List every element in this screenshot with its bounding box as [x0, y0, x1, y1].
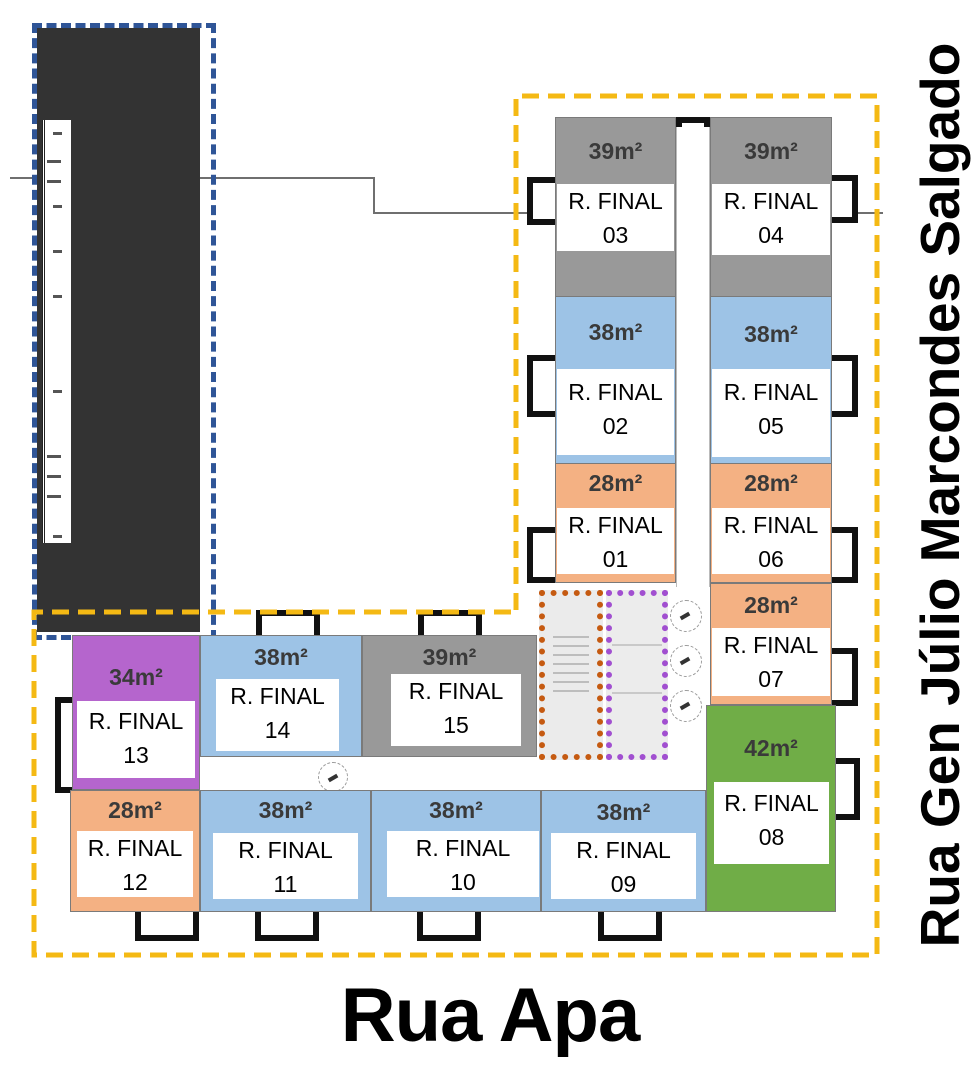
unit-label: R. FINAL 15 [391, 674, 521, 746]
elevator-shafts [606, 590, 668, 760]
unit-label: R. FINAL 13 [77, 701, 195, 778]
door-swing-icon [670, 690, 702, 722]
unit-label: R. FINAL 02 [557, 369, 674, 455]
unit-area: 39m² [422, 644, 477, 670]
door-swing-icon [318, 762, 348, 792]
balcony [836, 758, 860, 820]
door-swing-icon [670, 600, 702, 632]
unit-area: 38m² [744, 321, 798, 347]
balcony [417, 912, 481, 941]
unit-09[interactable]: 38m² R. FINAL 09 [541, 790, 706, 912]
balcony [832, 175, 858, 223]
unit-06[interactable]: 28m² R. FINAL 06 [710, 463, 832, 583]
unit-area: 39m² [744, 138, 798, 164]
unit-label: R. FINAL 12 [77, 831, 193, 897]
unit-14[interactable]: 38m² R. FINAL 14 [200, 635, 362, 757]
balcony [676, 117, 710, 127]
unit-label: R. FINAL 04 [712, 184, 830, 255]
unit-label: R. FINAL 09 [551, 833, 696, 899]
street-label-bottom: Rua Apa [340, 973, 640, 1058]
unit-13[interactable]: 34m² R. FINAL 13 [72, 635, 200, 790]
corridor-vertical [676, 117, 710, 587]
unit-12[interactable]: 28m² R. FINAL 12 [70, 790, 200, 912]
unit-label: R. FINAL 10 [387, 831, 539, 897]
existing-building-boundary [32, 23, 216, 640]
balcony [832, 648, 858, 706]
balcony [598, 912, 662, 941]
unit-label: R. FINAL 14 [216, 679, 339, 751]
unit-label: R. FINAL 08 [714, 782, 829, 864]
lot-line [373, 177, 375, 214]
unit-10[interactable]: 38m² R. FINAL 10 [371, 790, 541, 912]
unit-07[interactable]: 28m² R. FINAL 07 [710, 583, 832, 705]
unit-area: 42m² [744, 735, 798, 761]
balcony [527, 177, 555, 225]
unit-label: R. FINAL 06 [712, 508, 830, 574]
unit-11[interactable]: 38m² R. FINAL 11 [200, 790, 371, 912]
balcony [527, 527, 555, 583]
unit-08[interactable]: 42m² R. FINAL 08 [706, 705, 836, 912]
unit-area: 34m² [109, 664, 163, 690]
unit-area: 28m² [744, 592, 798, 618]
unit-area: 38m² [596, 799, 651, 825]
balcony [55, 697, 72, 793]
unit-15[interactable]: 39m² R. FINAL 15 [362, 635, 537, 757]
unit-03[interactable]: 39m² R. FINAL 03 [555, 117, 676, 297]
corridor-horizontal [200, 757, 706, 790]
balcony [135, 912, 199, 941]
unit-label: R. FINAL 11 [213, 833, 358, 899]
unit-label: R. FINAL 03 [557, 184, 674, 251]
balcony [832, 355, 858, 417]
unit-area: 38m² [254, 644, 308, 670]
unit-label: R. FINAL 01 [557, 508, 674, 574]
balcony [255, 912, 319, 941]
balcony [418, 610, 482, 635]
street-label-right-wrapper: Rua Gen Júlio Marcondes Salgado [905, 30, 975, 960]
unit-area: 39m² [588, 138, 643, 164]
unit-area: 38m² [588, 319, 643, 345]
unit-area: 28m² [588, 470, 643, 496]
balcony [527, 355, 555, 417]
unit-area: 28m² [744, 470, 798, 496]
balcony [832, 527, 858, 583]
stair-steps [553, 636, 589, 692]
door-swing-icon [670, 645, 702, 677]
unit-area: 38m² [258, 797, 313, 823]
stairwell [539, 590, 603, 760]
unit-01[interactable]: 28m² R. FINAL 01 [555, 463, 676, 583]
street-label-right: Rua Gen Júlio Marcondes Salgado [909, 42, 971, 948]
unit-04[interactable]: 39m² R. FINAL 04 [710, 117, 832, 297]
unit-02[interactable]: 38m² R. FINAL 02 [555, 296, 676, 464]
unit-area: 38m² [429, 797, 483, 823]
unit-label: R. FINAL 07 [712, 628, 830, 696]
unit-area: 28m² [108, 797, 162, 823]
unit-label: R. FINAL 05 [712, 369, 830, 457]
balcony [256, 610, 320, 635]
unit-05[interactable]: 38m² R. FINAL 05 [710, 296, 832, 464]
